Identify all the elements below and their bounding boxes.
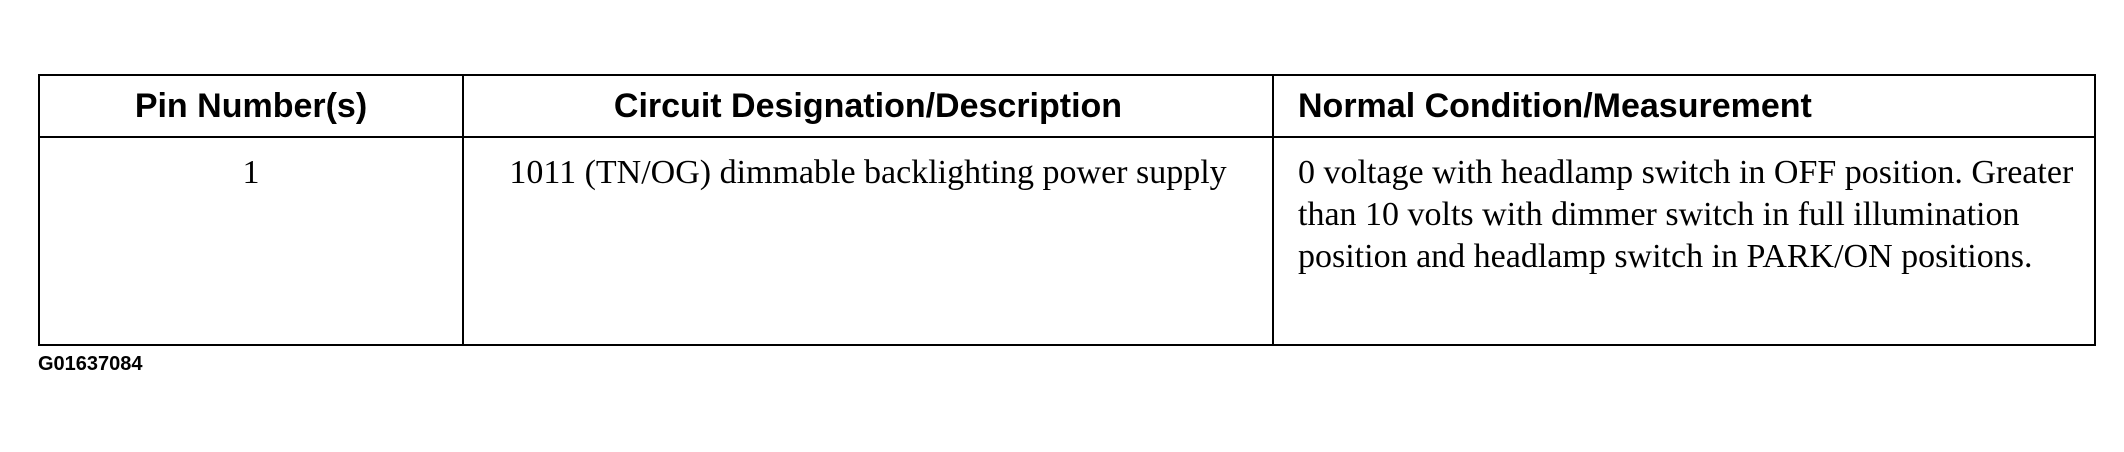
header-circuit-designation: Circuit Designation/Description xyxy=(462,74,1274,138)
table-row: 1 1011 (TN/OG) dimmable backlighting pow… xyxy=(38,136,2096,346)
cell-circuit-description: 1011 (TN/OG) dimmable backlighting power… xyxy=(462,136,1274,346)
table-header-row: Pin Number(s) Circuit Designation/Descri… xyxy=(38,74,2096,138)
header-pin-numbers: Pin Number(s) xyxy=(38,74,464,138)
pin-data-table: Pin Number(s) Circuit Designation/Descri… xyxy=(38,74,2096,346)
cell-pin-number: 1 xyxy=(38,136,464,346)
figure-id-label: G01637084 xyxy=(38,353,143,375)
cell-normal-measurement: 0 voltage with headlamp switch in OFF po… xyxy=(1272,136,2096,346)
header-normal-condition: Normal Condition/Measurement xyxy=(1272,74,2096,138)
